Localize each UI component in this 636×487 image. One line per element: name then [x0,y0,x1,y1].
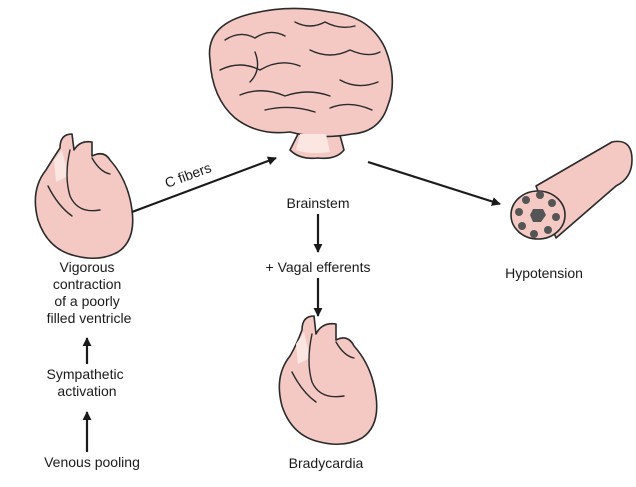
label-hypotension: Hypotension [505,265,583,281]
heart-bottom-illustration [278,315,378,446]
label-vigorous-line2: contraction [53,276,121,292]
label-vigorous-line4: filled ventricle [47,310,132,326]
label-venous-pooling: Venous pooling [44,454,140,470]
vessel-illustration [510,140,633,240]
label-sympathetic-line2: activation [57,383,116,399]
arrow-heart-to-brainstem [131,156,277,214]
label-c-fibers: C fibers [163,159,214,191]
label-sympathetic: Sympathetic activation [47,366,128,399]
label-vigorous: Vigorous contraction of a poorly filled … [47,259,132,326]
brain-illustration [208,7,394,160]
label-brainstem: Brainstem [286,195,349,211]
label-vigorous-line3: of a poorly [54,293,119,309]
label-sympathetic-line1: Sympathetic [47,366,124,382]
heart-left-illustration [34,133,134,260]
label-vigorous-line1: Vigorous [60,259,115,275]
label-vagal-efferents: + Vagal efferents [266,259,371,275]
label-bradycardia: Bradycardia [289,455,364,471]
arrow-brain-to-vessel [367,160,501,206]
